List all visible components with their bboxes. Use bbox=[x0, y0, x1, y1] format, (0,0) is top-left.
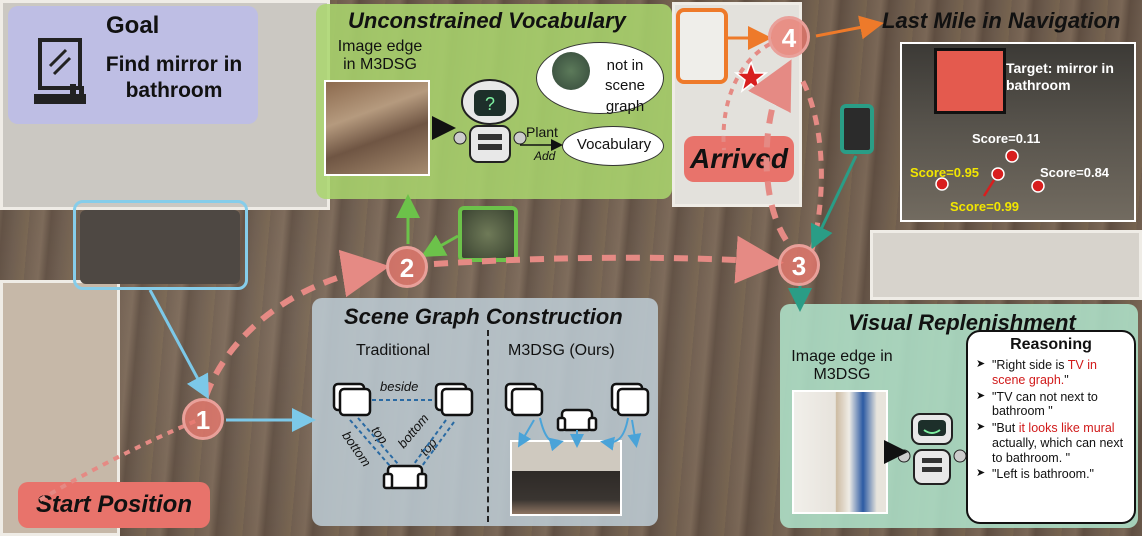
m3dsg-edge-2 bbox=[600, 417, 629, 451]
sink-highlight-box bbox=[676, 8, 728, 84]
m3dsg-tv-icon-2 bbox=[610, 382, 650, 417]
step-3-marker: 3 bbox=[778, 244, 820, 286]
m3dsg-sofa-photo bbox=[510, 440, 622, 516]
reasoning-item: ➤"TV can not next to bathroom " bbox=[976, 389, 1098, 419]
bubble-text: not in scene graph bbox=[604, 57, 646, 115]
m3dsg-edge-5 bbox=[627, 419, 642, 448]
room-right bbox=[870, 230, 1142, 300]
reasoning-item: ➤"Right side is TV in scene graph." bbox=[976, 358, 1097, 387]
vocabulary-ellipse bbox=[562, 126, 664, 166]
reasoning-item: ➤"Left is bathroom." bbox=[976, 467, 1094, 482]
svg-text:?: ? bbox=[485, 94, 495, 114]
lastmile-target: Target: mirror in bathroom bbox=[1006, 60, 1114, 93]
tv-highlight-box bbox=[840, 104, 874, 154]
mirror-detection-box bbox=[934, 48, 1006, 114]
robot-icon: ? bbox=[453, 79, 527, 163]
sgc-title: Scene Graph Construction bbox=[344, 304, 623, 329]
vocab-title: Unconstrained Vocabulary bbox=[348, 8, 626, 33]
visual-image-edge-photo bbox=[792, 390, 888, 514]
step-1-marker: 1 bbox=[182, 398, 224, 440]
reasoning-item: ➤"But it looks like mural actually, whic… bbox=[976, 421, 1124, 465]
vocab-image-edge-photo bbox=[324, 80, 430, 176]
visual-robot-icon bbox=[898, 413, 967, 485]
mirror-sink-icon bbox=[34, 38, 86, 104]
nav-path-start-1 bbox=[38, 418, 199, 502]
arrived-label: Arrived bbox=[684, 136, 794, 182]
goal-title: Goal bbox=[106, 12, 160, 39]
step-4-marker: 4 bbox=[768, 16, 810, 58]
vocab-image-edge-label: Image edge in M3DSG bbox=[337, 38, 423, 74]
score-4: Score=0.99 bbox=[950, 199, 1020, 214]
m3dsg-sofa-icon bbox=[556, 408, 598, 432]
nav-path-4-bathroom bbox=[721, 42, 771, 151]
plant-label: Plant bbox=[526, 124, 558, 140]
arrow-bullet-icon: ➤ bbox=[976, 358, 986, 370]
4-to-lastmile-arrow bbox=[815, 15, 884, 40]
traditional-label: Traditional bbox=[356, 342, 431, 359]
nav-path-3-star bbox=[797, 74, 824, 251]
arrow-bullet-icon: ➤ bbox=[976, 389, 986, 402]
nav-path-2-3 bbox=[433, 235, 784, 284]
living-room-sofa bbox=[80, 210, 240, 284]
nav-path-1-2 bbox=[203, 249, 390, 398]
start-position-label: Start Position bbox=[18, 482, 210, 528]
m3dsg-edge-1 bbox=[539, 417, 564, 452]
edge-b2 bbox=[421, 421, 455, 467]
nav-path-3-4 bbox=[748, 59, 792, 242]
score-1: Score=0.11 bbox=[972, 131, 1041, 146]
bubble-plant-thumb bbox=[552, 52, 590, 90]
add-label: Add bbox=[534, 149, 556, 163]
edge-a1 bbox=[349, 419, 391, 467]
goal-text: Find mirror in bathroom bbox=[105, 53, 243, 103]
reasoning-box: Reasoning ➤"Right side is TV in scene gr… bbox=[966, 330, 1136, 524]
sofa-highlight-box bbox=[73, 200, 248, 290]
reasoning-title: Reasoning bbox=[1010, 336, 1092, 353]
arrow-bullet-icon: ➤ bbox=[976, 467, 986, 480]
tv-to-3-arrow bbox=[810, 155, 858, 250]
edge-b1 bbox=[413, 419, 447, 465]
plant-to-2-arrow bbox=[420, 234, 459, 257]
m3dsg-edge-4 bbox=[517, 419, 535, 448]
tv-icon bbox=[332, 382, 372, 417]
arrow-bullet-icon: ➤ bbox=[976, 421, 986, 433]
reasoning-list: ➤"Right side is TV in scene graph." ➤"TV… bbox=[974, 358, 1128, 482]
m3dsg-tv-icon bbox=[504, 382, 544, 417]
beside-label: beside bbox=[380, 379, 419, 394]
tv-icon-2 bbox=[434, 382, 474, 417]
m3dsg-label: M3DSG (Ours) bbox=[508, 342, 615, 359]
score-2: Score=0.95 bbox=[910, 165, 980, 180]
edge-a2 bbox=[357, 417, 399, 465]
step-2-marker: 2 bbox=[386, 246, 428, 288]
sofa-icon bbox=[382, 464, 428, 490]
score-3: Score=0.84 bbox=[1040, 165, 1110, 180]
vocabulary-label: Vocabulary bbox=[576, 136, 652, 153]
sofa-to-1-arrow bbox=[148, 289, 209, 400]
visual-image-edge-label: Image edge in M3DSG bbox=[791, 348, 893, 384]
lastmile-title: Last Mile in Navigation bbox=[882, 8, 1121, 33]
sgc-divider bbox=[487, 330, 489, 522]
